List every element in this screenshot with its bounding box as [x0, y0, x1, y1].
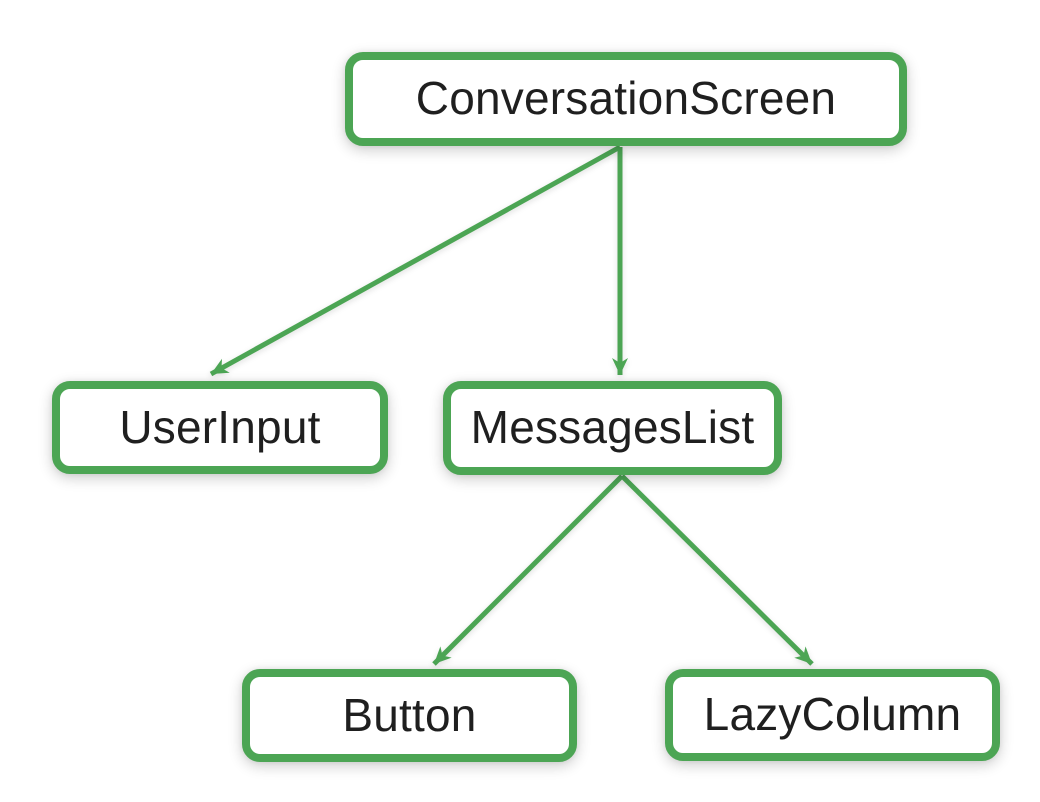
- node-lazy-column: LazyColumn: [665, 669, 1000, 761]
- node-user-input: UserInput: [52, 381, 388, 474]
- node-label: Button: [342, 688, 477, 741]
- node-label: UserInput: [119, 400, 321, 453]
- edge-messageslist-button: [432, 474, 624, 666]
- node-label: ConversationScreen: [415, 72, 837, 124]
- node-messages-list: MessagesList: [443, 381, 782, 475]
- node-conversation-screen: ConversationScreen: [345, 52, 907, 146]
- edge-messageslist-lazycolumn: [620, 474, 814, 666]
- node-label: MessagesList: [470, 401, 755, 453]
- edge-conversationscreen-userinput: [209, 144, 622, 377]
- node-button: Button: [242, 669, 577, 762]
- node-label: LazyColumn: [703, 688, 962, 740]
